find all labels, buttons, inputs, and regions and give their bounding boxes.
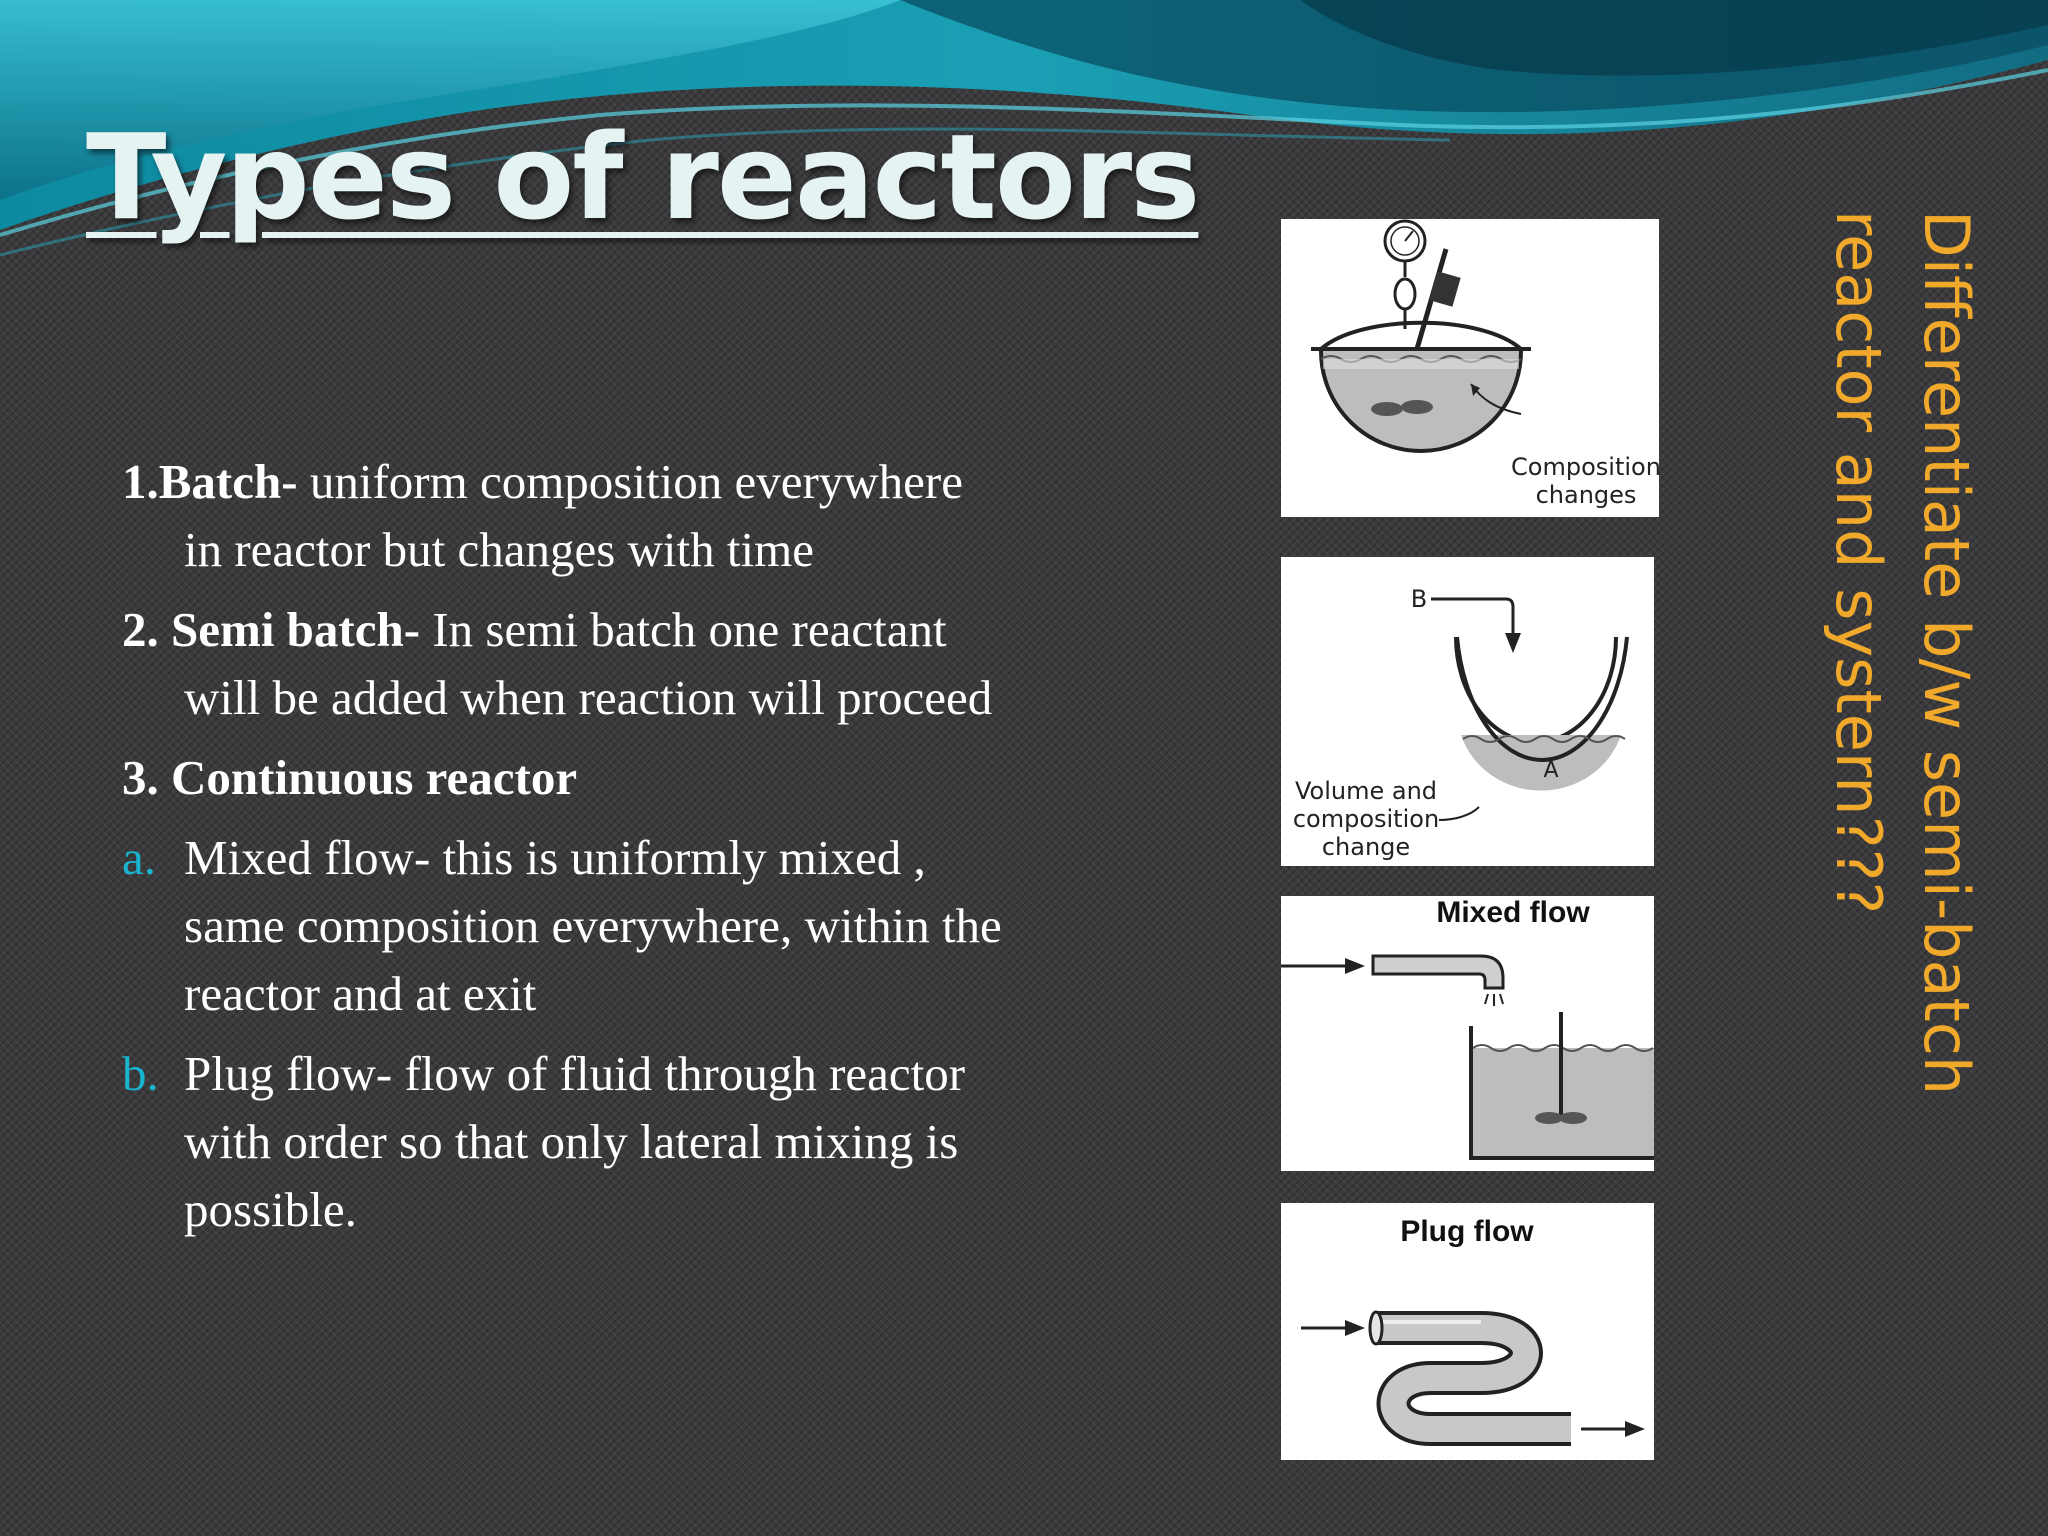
wave-header-decoration: [0, 0, 2048, 257]
sub-item-marker: b.: [122, 1046, 159, 1101]
item-text: uniform composition everywhere in reacto…: [184, 454, 963, 577]
list-item-semi-batch: 2. Semi batch- In semi batch one reactan…: [122, 596, 1002, 732]
list-item-continuous: 3. Continuous reactor: [122, 744, 1002, 812]
sub-item-text: Plug flow- flow of fluid through reactor…: [184, 1046, 966, 1237]
sub-item-plug-flow: b. Plug flow- flow of fluid through react…: [122, 1040, 1002, 1244]
sub-item-text: Mixed flow- this is uniformly mixed , sa…: [184, 830, 1002, 1021]
semibatch-content-label: A: [1543, 758, 1558, 783]
batch-label-line2: changes: [1536, 481, 1637, 509]
sub-item-marker: a.: [122, 830, 156, 885]
mixed-flow-header: Mixed flow: [1436, 896, 1590, 929]
semi-batch-reactor-diagram: B A Volume and composition change: [1281, 557, 1654, 866]
item-label: 3. Continuous reactor: [122, 750, 578, 805]
list-item-batch: 1.Batch- uniform composition everywhere …: [122, 448, 1002, 584]
plug-flow-reactor-diagram: Plug flow: [1281, 1203, 1654, 1460]
side-question-line1: Differentiate b/w semi-batch: [1910, 210, 1983, 1096]
semibatch-label-line1: Volume and: [1295, 777, 1437, 805]
semibatch-inlet-label: B: [1411, 585, 1427, 613]
semibatch-label-line2: composition: [1293, 805, 1439, 833]
batch-label-line1: Composition: [1511, 453, 1659, 481]
reactor-types-list: 1.Batch- uniform composition everywhere …: [122, 448, 1002, 1256]
side-question-panel: Differentiate b/w semi-batch reactor and…: [1765, 210, 1990, 1210]
item-text: In semi batch one reactant will be added…: [184, 602, 993, 725]
sub-item-mixed-flow: a. Mixed flow- this is uniformly mixed , …: [122, 824, 1002, 1028]
side-question-text: Differentiate b/w semi-batch reactor and…: [1814, 210, 1990, 1210]
mixed-flow-reactor-diagram: Mixed flow: [1281, 896, 1654, 1171]
slide-title: Types of reactors: [86, 108, 1200, 246]
item-label: 1.Batch-: [122, 454, 298, 509]
batch-reactor-diagram: Composition changes: [1281, 219, 1659, 517]
semibatch-label-line3: change: [1322, 833, 1410, 861]
plug-flow-header: Plug flow: [1400, 1215, 1534, 1248]
item-label: 2. Semi batch-: [122, 602, 421, 657]
side-question-line2: reactor and systern???: [1822, 210, 1895, 915]
